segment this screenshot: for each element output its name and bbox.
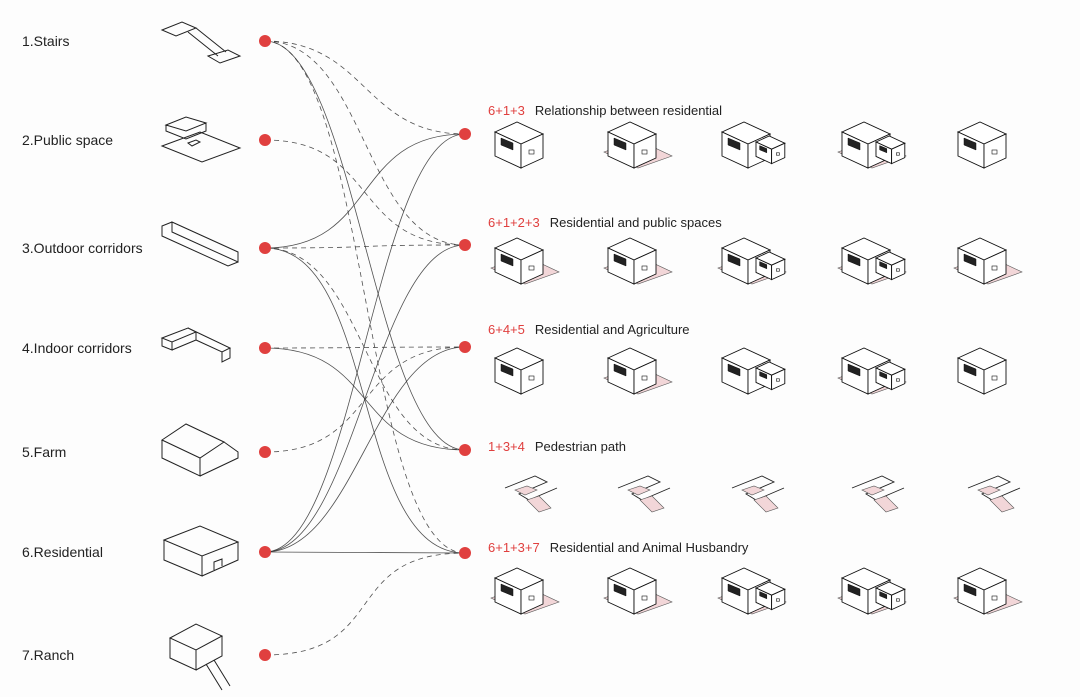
- variant-thumbnail: [837, 347, 907, 395]
- variant-thumbnail: [493, 347, 545, 395]
- connection-line: [264, 139, 466, 246]
- group-node: [459, 239, 471, 251]
- group-thumbnails: [490, 121, 1023, 615]
- ranch-icon: [168, 623, 231, 691]
- element-node: [259, 35, 271, 47]
- variant-thumbnail: [956, 347, 1008, 395]
- group-name: Relationship between residential: [534, 103, 723, 118]
- element-label: 2.Public space: [22, 132, 114, 148]
- group-title: 6+4+5 Residential and Agriculture: [488, 322, 690, 337]
- element-label: 7.Ranch: [22, 647, 75, 663]
- connection-line: [264, 40, 466, 135]
- group-node: [459, 547, 471, 559]
- group-node: [459, 128, 471, 140]
- element-label: 1.Stairs: [22, 33, 70, 49]
- connection-lines: [264, 40, 466, 656]
- group-name: Pedestrian path: [534, 439, 626, 454]
- connection-line: [264, 133, 466, 249]
- outdoor-corridor-icon: [161, 221, 239, 267]
- variant-thumbnail: [953, 567, 1023, 615]
- group-code: 6+1+3+7: [488, 540, 540, 555]
- connection-line: [264, 133, 466, 553]
- group-name: Residential and Agriculture: [534, 322, 690, 337]
- group-nodes: [459, 128, 471, 559]
- variant-thumbnail: [603, 237, 673, 285]
- variant-thumbnail: [731, 475, 785, 513]
- element-node: [259, 342, 271, 354]
- variant-thumbnail: [720, 347, 786, 395]
- element-label: 4.Indoor corridors: [22, 340, 132, 356]
- connection-line: [264, 40, 466, 451]
- group-code: 6+1+3: [488, 103, 525, 118]
- group-title: 6+1+3 Relationship between residential: [488, 103, 722, 118]
- variant-thumbnail: [953, 237, 1023, 285]
- element-label: 3.Outdoor corridors: [22, 240, 143, 256]
- group-name: Residential and Animal Husbandry: [549, 540, 749, 555]
- connection-line: [264, 40, 466, 246]
- variant-thumbnail: [967, 475, 1021, 513]
- group-title: 6+1+2+3 Residential and public spaces: [488, 215, 722, 230]
- element-node: [259, 446, 271, 458]
- variant-thumbnail: [504, 475, 558, 513]
- connection-line: [264, 40, 466, 554]
- variant-thumbnail: [720, 121, 786, 169]
- variant-thumbnail: [837, 237, 907, 285]
- variant-thumbnail: [851, 475, 905, 513]
- element-label: 6.Residential: [22, 544, 103, 560]
- public-space-icon: [160, 116, 242, 163]
- variant-thumbnail: [603, 347, 673, 395]
- group-node: [459, 341, 471, 353]
- group-code: 1+3+4: [488, 439, 525, 454]
- variant-thumbnail: [617, 475, 671, 513]
- group-title: 1+3+4 Pedestrian path: [488, 439, 626, 454]
- element-node: [259, 134, 271, 146]
- connection-line: [264, 346, 466, 553]
- element-icons: [160, 21, 242, 691]
- element-label: 5.Farm: [22, 444, 67, 460]
- variant-thumbnail: [603, 121, 673, 169]
- group-code: 6+4+5: [488, 322, 525, 337]
- element-nodes: [259, 35, 271, 661]
- element-node: [259, 546, 271, 558]
- connection-line: [264, 247, 466, 451]
- variant-thumbnail: [490, 237, 560, 285]
- variant-thumbnail: [493, 121, 545, 169]
- variant-thumbnail: [837, 567, 907, 615]
- connection-line: [264, 347, 466, 451]
- variant-thumbnail: [717, 237, 787, 285]
- variant-thumbnail: [490, 567, 560, 615]
- connection-line: [264, 551, 466, 554]
- element-node: [259, 242, 271, 254]
- variant-thumbnail: [956, 121, 1008, 169]
- variant-thumbnail: [717, 567, 787, 615]
- group-title: 6+1+3+7 Residential and Animal Husbandry: [488, 540, 748, 555]
- element-node: [259, 649, 271, 661]
- residential-icon: [162, 525, 240, 577]
- group-code: 6+1+2+3: [488, 215, 540, 230]
- group-name: Residential and public spaces: [549, 215, 722, 230]
- variant-thumbnail: [603, 567, 673, 615]
- connection-line: [264, 346, 466, 349]
- farm-icon: [160, 423, 239, 477]
- group-node: [459, 444, 471, 456]
- stairs-icon: [160, 21, 242, 64]
- variant-thumbnail: [837, 121, 907, 169]
- indoor-corridor-icon: [160, 327, 232, 363]
- connection-line: [264, 552, 466, 656]
- connection-line: [264, 247, 466, 554]
